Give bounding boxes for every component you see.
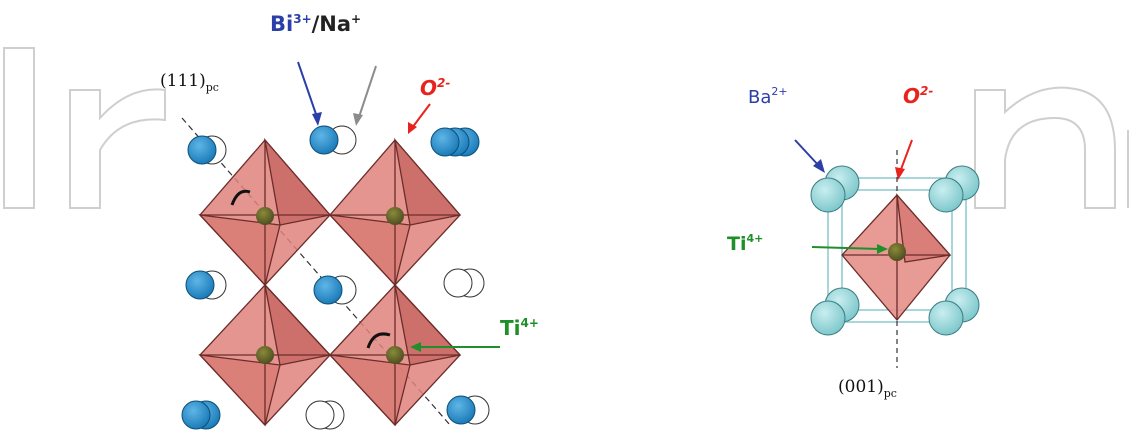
na-arrow bbox=[357, 65, 377, 121]
watermark-logo bbox=[3, 47, 1129, 209]
a-site-atom-white bbox=[443, 268, 485, 298]
oxygen-arrow bbox=[411, 103, 431, 129]
oxygen-arrowhead-icon bbox=[895, 167, 905, 180]
plane-111-line bbox=[181, 117, 451, 426]
rotation-arrow-icon bbox=[366, 332, 391, 349]
ti-arrowhead-icon bbox=[410, 342, 421, 352]
a-site-atom-blue-white bbox=[313, 275, 357, 305]
ba-atom bbox=[928, 287, 980, 336]
titanium-label-right: Ti4+ bbox=[727, 232, 763, 255]
ba-arrow bbox=[794, 139, 821, 168]
a-site-atom-white bbox=[305, 400, 345, 430]
ti-atom bbox=[256, 207, 274, 225]
octahedron-bottom-left bbox=[198, 282, 332, 427]
titanium-label-left: Ti4+ bbox=[500, 316, 539, 340]
oxygen-label-left: O2- bbox=[420, 76, 450, 100]
a-site-atom-blue-white bbox=[446, 395, 490, 425]
a-site-atom-blue bbox=[187, 135, 227, 165]
right-perovskite-structure: Ba2+ O2- Ti4+ (001)pc bbox=[727, 84, 980, 400]
a-site-atom-blue-white bbox=[185, 270, 227, 300]
plane-111-label: (111)pc bbox=[160, 71, 219, 94]
a-site-atom-blue bbox=[181, 400, 221, 430]
ba-atom bbox=[810, 165, 860, 213]
a-site-atom-blue bbox=[430, 127, 480, 157]
left-perovskite-structure: Bi3+/Na+ O2- Ti4+ (111)pc bbox=[160, 12, 539, 430]
ti-arrow-right bbox=[811, 246, 881, 250]
rotation-arrow-icon bbox=[230, 189, 251, 206]
oxygen-arrow-right bbox=[899, 139, 913, 173]
ba-atom bbox=[810, 287, 860, 336]
plane-001-label: (001)pc bbox=[838, 377, 897, 400]
ti-atom bbox=[386, 207, 404, 225]
bi-arrow bbox=[297, 61, 319, 121]
ti-atom bbox=[386, 346, 404, 364]
bi-arrowhead-icon bbox=[312, 112, 322, 126]
ba-atom bbox=[928, 165, 980, 213]
oxygen-arrowhead-icon bbox=[408, 122, 417, 134]
oxygen-label-right: O2- bbox=[903, 84, 933, 108]
bi-na-label: Bi3+/Na+ bbox=[270, 12, 361, 36]
barium-label: Ba2+ bbox=[748, 85, 788, 108]
a-site-atom-blue-white bbox=[309, 125, 357, 155]
na-arrowhead-icon bbox=[353, 113, 363, 126]
ti-atom bbox=[888, 243, 906, 261]
ti-arrowhead-icon bbox=[877, 244, 888, 254]
ti-atom bbox=[256, 346, 274, 364]
ba-arrowhead-icon bbox=[813, 159, 825, 173]
